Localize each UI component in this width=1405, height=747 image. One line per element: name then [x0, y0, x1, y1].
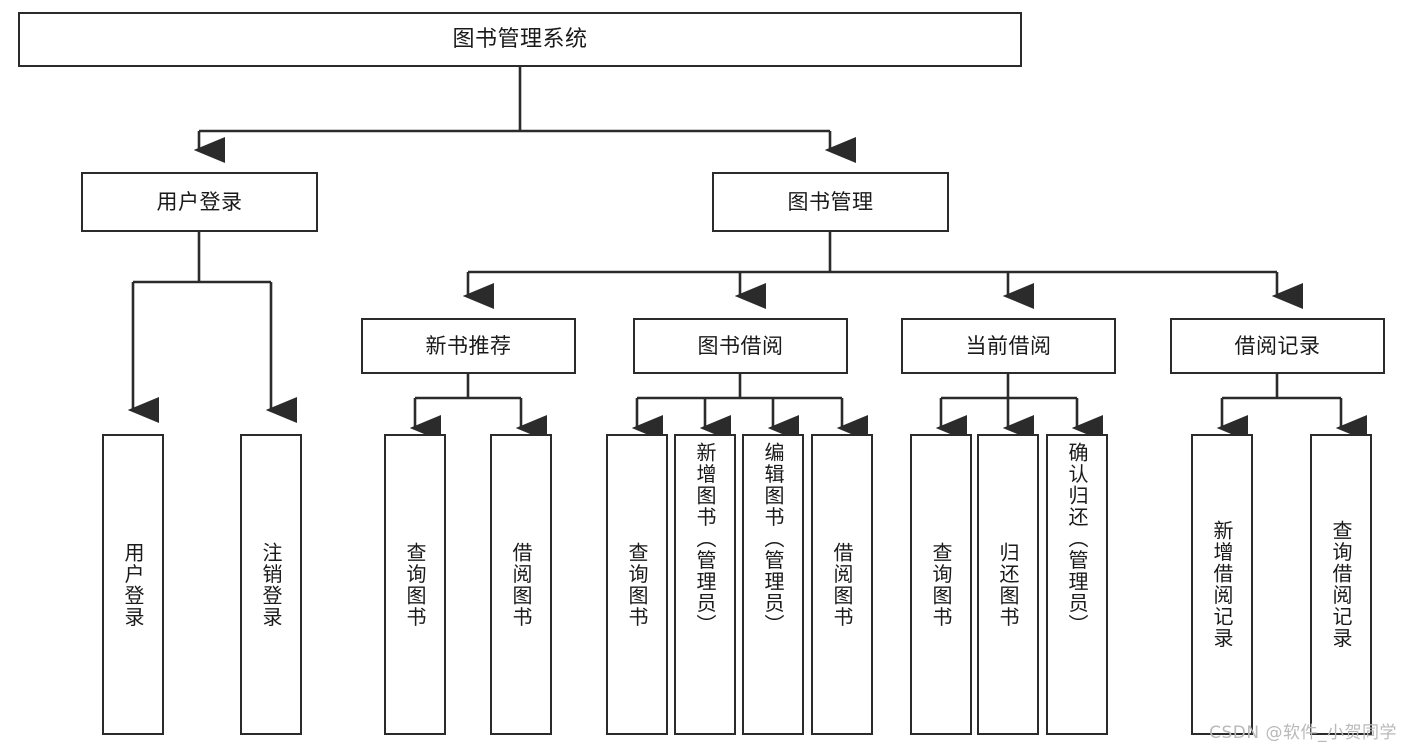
node-leaf-add-book[interactable]: 新增图书（管理员） [674, 434, 736, 735]
node-leaf-borrow-book-2[interactable]: 借阅图书 [811, 434, 873, 735]
node-leaf-borrow-book-2-label: 借阅图书 [830, 541, 854, 628]
node-leaf-query-book-1[interactable]: 查询图书 [384, 434, 446, 735]
node-leaf-logout-label: 注销登录 [259, 541, 283, 628]
node-book-borrow-label: 图书借阅 [697, 333, 784, 358]
node-leaf-query-record-label: 查询借阅记录 [1329, 520, 1353, 649]
node-user-login-label: 用户登录 [156, 189, 243, 214]
node-leaf-query-book-1-label: 查询图书 [403, 541, 427, 628]
node-leaf-user-login[interactable]: 用户登录 [102, 434, 164, 735]
node-user-login[interactable]: 用户登录 [81, 172, 318, 232]
node-leaf-edit-book[interactable]: 编辑图书（管理员） [742, 434, 804, 735]
node-borrow-record[interactable]: 借阅记录 [1170, 318, 1385, 374]
node-leaf-query-record[interactable]: 查询借阅记录 [1310, 434, 1372, 735]
node-book-management[interactable]: 图书管理 [712, 172, 949, 232]
node-leaf-logout[interactable]: 注销登录 [240, 434, 302, 735]
node-leaf-query-book-2[interactable]: 查询图书 [606, 434, 668, 735]
node-leaf-user-login-label: 用户登录 [121, 541, 145, 628]
node-leaf-query-book-3-label: 查询图书 [929, 541, 953, 628]
node-root-label: 图书管理系统 [452, 26, 588, 52]
node-leaf-edit-book-label: 编辑图书（管理员） [761, 442, 785, 636]
node-borrow-record-label: 借阅记录 [1234, 333, 1321, 358]
node-leaf-query-book-2-label: 查询图书 [625, 541, 649, 628]
node-leaf-borrow-book-1[interactable]: 借阅图书 [490, 434, 552, 735]
node-current-borrow-label: 当前借阅 [965, 333, 1052, 358]
node-leaf-confirm-return[interactable]: 确认归还（管理员） [1046, 434, 1108, 735]
node-leaf-add-record[interactable]: 新增借阅记录 [1191, 434, 1253, 735]
node-root[interactable]: 图书管理系统 [18, 12, 1022, 67]
node-leaf-borrow-book-1-label: 借阅图书 [509, 541, 533, 628]
node-book-borrow[interactable]: 图书借阅 [633, 318, 848, 374]
node-leaf-add-record-label: 新增借阅记录 [1210, 520, 1234, 649]
node-current-borrow[interactable]: 当前借阅 [901, 318, 1116, 374]
node-leaf-add-book-label: 新增图书（管理员） [693, 442, 717, 636]
watermark: CSDN @软件_小贺同学 [1209, 723, 1397, 743]
node-leaf-return-book-label: 归还图书 [996, 541, 1020, 628]
node-leaf-query-book-3[interactable]: 查询图书 [910, 434, 972, 735]
node-new-book-recommend-label: 新书推荐 [425, 333, 512, 358]
node-leaf-return-book[interactable]: 归还图书 [977, 434, 1039, 735]
node-new-book-recommend[interactable]: 新书推荐 [361, 318, 576, 374]
node-leaf-confirm-return-label: 确认归还（管理员） [1065, 442, 1089, 636]
node-book-management-label: 图书管理 [787, 189, 874, 214]
